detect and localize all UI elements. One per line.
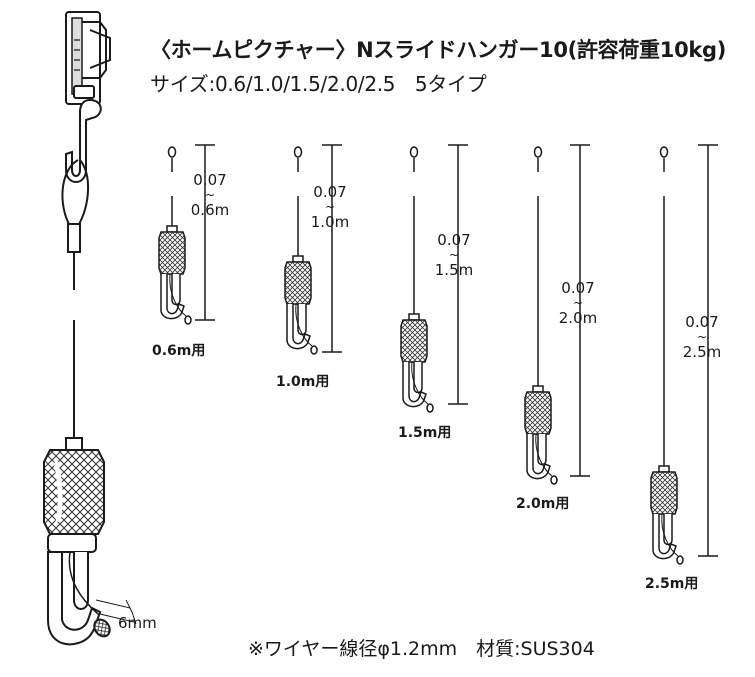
- small-hanger: [284, 146, 318, 355]
- wire-ring: [293, 146, 303, 158]
- range-tilde: ~: [448, 248, 460, 262]
- gripper-cap: [532, 385, 544, 393]
- wire-end: [426, 403, 434, 413]
- range-1-0: 0.07 ~ 1.0m: [308, 182, 352, 232]
- size-label-2-0: 2.0m用: [516, 496, 570, 512]
- hook-inner: [413, 362, 423, 394]
- wire-ring: [167, 146, 177, 158]
- hook-inner: [663, 514, 673, 546]
- size-label-2-5: 2.5m用: [645, 576, 699, 592]
- small-hanger: [400, 146, 434, 413]
- wire-ring: [659, 146, 669, 158]
- range-0-6: 0.07 ~ 0.6m: [188, 170, 232, 220]
- page-title: 〈ホームピクチャー〉Nスライドハンガー10(許容荷重10kg): [150, 38, 727, 62]
- gripper-body: [524, 391, 552, 435]
- gripper-body: [284, 261, 312, 305]
- gripper-body: [650, 471, 678, 515]
- hook-inner: [537, 434, 547, 466]
- size-label-1-0: 1.0m用: [276, 374, 330, 390]
- gripper-cap: [292, 255, 304, 263]
- size-variants: [158, 144, 718, 565]
- length-dimension: [448, 144, 468, 405]
- wire-tail: [661, 513, 679, 557]
- small-hanger: [650, 146, 684, 565]
- range-tilde: ~: [696, 330, 708, 344]
- range-2-0: 0.07 ~ 2.0m: [556, 278, 600, 328]
- wire-tail: [295, 303, 313, 347]
- range-max: 2.5m: [682, 343, 722, 361]
- range-tilde: ~: [204, 188, 216, 202]
- length-dimension: [570, 144, 590, 477]
- rail-clip: [65, 11, 111, 105]
- size-label-0-6: 0.6m用: [152, 343, 206, 359]
- range-min: 0.07: [313, 183, 347, 201]
- gripper-cap: [408, 313, 420, 321]
- range-min: 0.07: [193, 171, 227, 189]
- wire-ring: [409, 146, 419, 158]
- size-label-1-5: 1.5m用: [398, 425, 452, 441]
- large-gripper: [43, 437, 105, 553]
- range-min: 0.07: [685, 313, 719, 331]
- hook-width-label: 6mm: [118, 614, 157, 632]
- gripper-body: [400, 319, 428, 363]
- range-max: 1.0m: [310, 213, 350, 231]
- large-hanger-detail: [43, 11, 137, 646]
- range-max: 0.6m: [190, 201, 230, 219]
- size-list: サイズ:0.6/1.0/1.5/2.0/2.5 5タイプ: [150, 72, 487, 96]
- gripper-cap: [166, 225, 178, 233]
- hook-inner: [297, 304, 307, 336]
- wire-end: [310, 345, 318, 355]
- range-2-5: 0.07 ~ 2.5m: [680, 312, 724, 362]
- range-tilde: ~: [572, 296, 584, 310]
- gripper-cap: [658, 465, 670, 473]
- gripper-body: [158, 231, 186, 275]
- length-dimension: [698, 144, 718, 557]
- wire-tail: [411, 361, 429, 405]
- wire-ring: [533, 146, 543, 158]
- wire-tail: [169, 273, 187, 317]
- range-1-5: 0.07 ~ 1.5m: [432, 230, 476, 280]
- length-dimension: [195, 144, 215, 321]
- wire-end: [676, 555, 684, 565]
- spec-footnote: ※ワイヤー線径φ1.2mm 材質:SUS304: [248, 638, 595, 660]
- hook-inner: [171, 274, 181, 306]
- range-tilde: ~: [324, 200, 336, 214]
- range-min: 0.07: [437, 231, 471, 249]
- range-min: 0.07: [561, 279, 595, 297]
- wire-end: [550, 475, 558, 485]
- range-max: 2.0m: [558, 309, 598, 327]
- wire-tail: [535, 433, 553, 477]
- length-dimension: [322, 144, 342, 353]
- small-hanger: [524, 146, 558, 485]
- small-hanger: [158, 146, 192, 325]
- range-max: 1.5m: [434, 261, 474, 279]
- wire-end: [184, 315, 192, 325]
